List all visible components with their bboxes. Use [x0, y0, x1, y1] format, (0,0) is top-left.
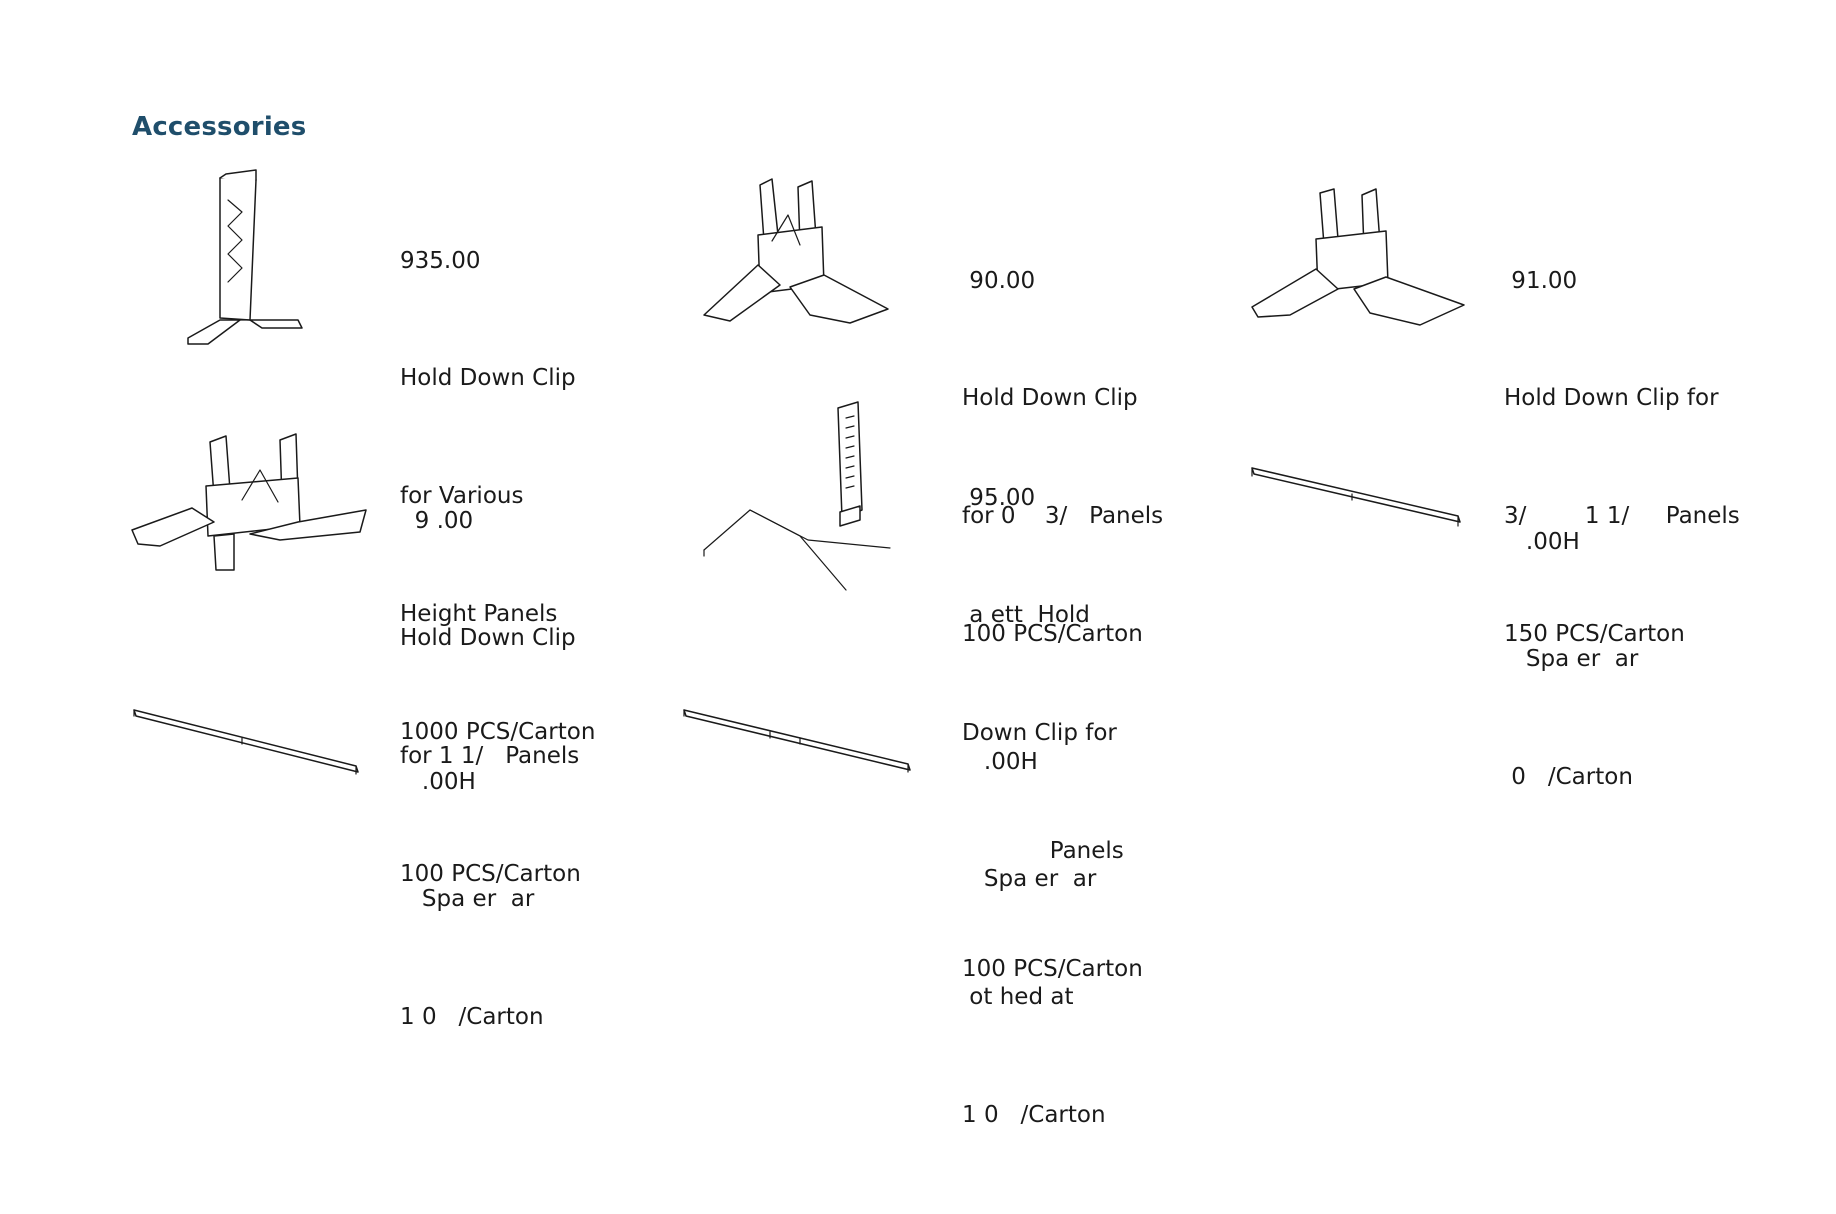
hold-down-clip-icon	[703, 178, 889, 324]
notched-spacer-bar-icon	[683, 709, 911, 773]
product-quantity: 100 PCS/Carton	[962, 621, 1143, 648]
product-quantity: 150 PCS/Carton	[1504, 621, 1685, 648]
product-text: 935.00 Hold Down Clip for Various Height…	[400, 163, 595, 831]
product-text: .00H Spa er ar ot hed at 1 0 /Carton	[962, 664, 1106, 1214]
product-quantity: 0 /Carton	[1504, 764, 1633, 791]
product-line: Hold Down Clip for	[1504, 385, 1719, 412]
product-text: .00H Spa er ar 0 /Carton	[1504, 444, 1638, 876]
product-quantity: 1 0 /Carton	[962, 1102, 1106, 1129]
section-title: Accessories	[132, 112, 307, 142]
product-text: 91.00 Hold Down Clip for 3/ 1 1/ Panels …	[1504, 183, 1740, 733]
product-code: 90.00	[962, 267, 1036, 294]
product-line: for Various	[400, 483, 524, 510]
spacer-bar-icon	[1251, 467, 1461, 527]
product-quantity: 100 PCS/Carton	[400, 861, 581, 888]
product-line: 3/ 1 1/ Panels	[1504, 503, 1740, 530]
tall-hold-down-clip-icon	[187, 169, 303, 345]
product-line: Down Clip for	[962, 720, 1117, 747]
product-line: Hold Down Clip	[962, 385, 1138, 412]
product-text: .00H Spa er ar 1 0 /Carton	[400, 684, 544, 1116]
product-code: .00H	[962, 748, 1038, 775]
catalog-page: Accessories 935.00 Hold Down Clip for Va…	[131, 112, 1740, 1128]
spacer-bar-long-icon	[133, 709, 359, 775]
product-line: ot hed at	[962, 984, 1074, 1011]
wire-hold-down-clip-icon	[703, 401, 891, 591]
product-line: Height Panels	[400, 601, 558, 628]
product-code: .00H	[400, 768, 476, 795]
product-line: Panels	[962, 838, 1124, 865]
product-text: 95.00 a ett Hold Down Clip for Panels 10…	[962, 400, 1143, 1068]
product-quantity: 100 PCS/Carton	[962, 956, 1143, 983]
product-line: Spa er ar	[400, 886, 535, 913]
product-text: 9 .00 Hold Down Clip for 1 1/ Panels 100…	[400, 423, 581, 973]
product-line: Hold Down Clip	[400, 625, 576, 652]
product-code: 935.00	[400, 247, 481, 274]
product-text: 90.00 Hold Down Clip for 0 3/ Panels 100…	[962, 183, 1163, 733]
product-quantity: 1000 PCS/Carton	[400, 719, 596, 746]
product-code: 95.00	[962, 484, 1036, 511]
product-code: 9 .00	[400, 507, 474, 534]
product-code: .00H	[1504, 528, 1580, 555]
product-line: for 1 1/ Panels	[400, 743, 580, 770]
product-line: a ett Hold	[962, 602, 1090, 629]
product-line: Spa er ar	[1504, 646, 1639, 673]
product-line: Spa er ar	[962, 866, 1097, 893]
product-quantity: 1 0 /Carton	[400, 1004, 544, 1031]
hold-down-clip-large-icon	[131, 433, 367, 571]
product-line: Hold Down Clip	[400, 365, 576, 392]
product-code: 91.00	[1504, 267, 1578, 294]
hold-down-clip-wide-icon	[1251, 188, 1465, 326]
product-line: for 0 3/ Panels	[962, 503, 1164, 530]
